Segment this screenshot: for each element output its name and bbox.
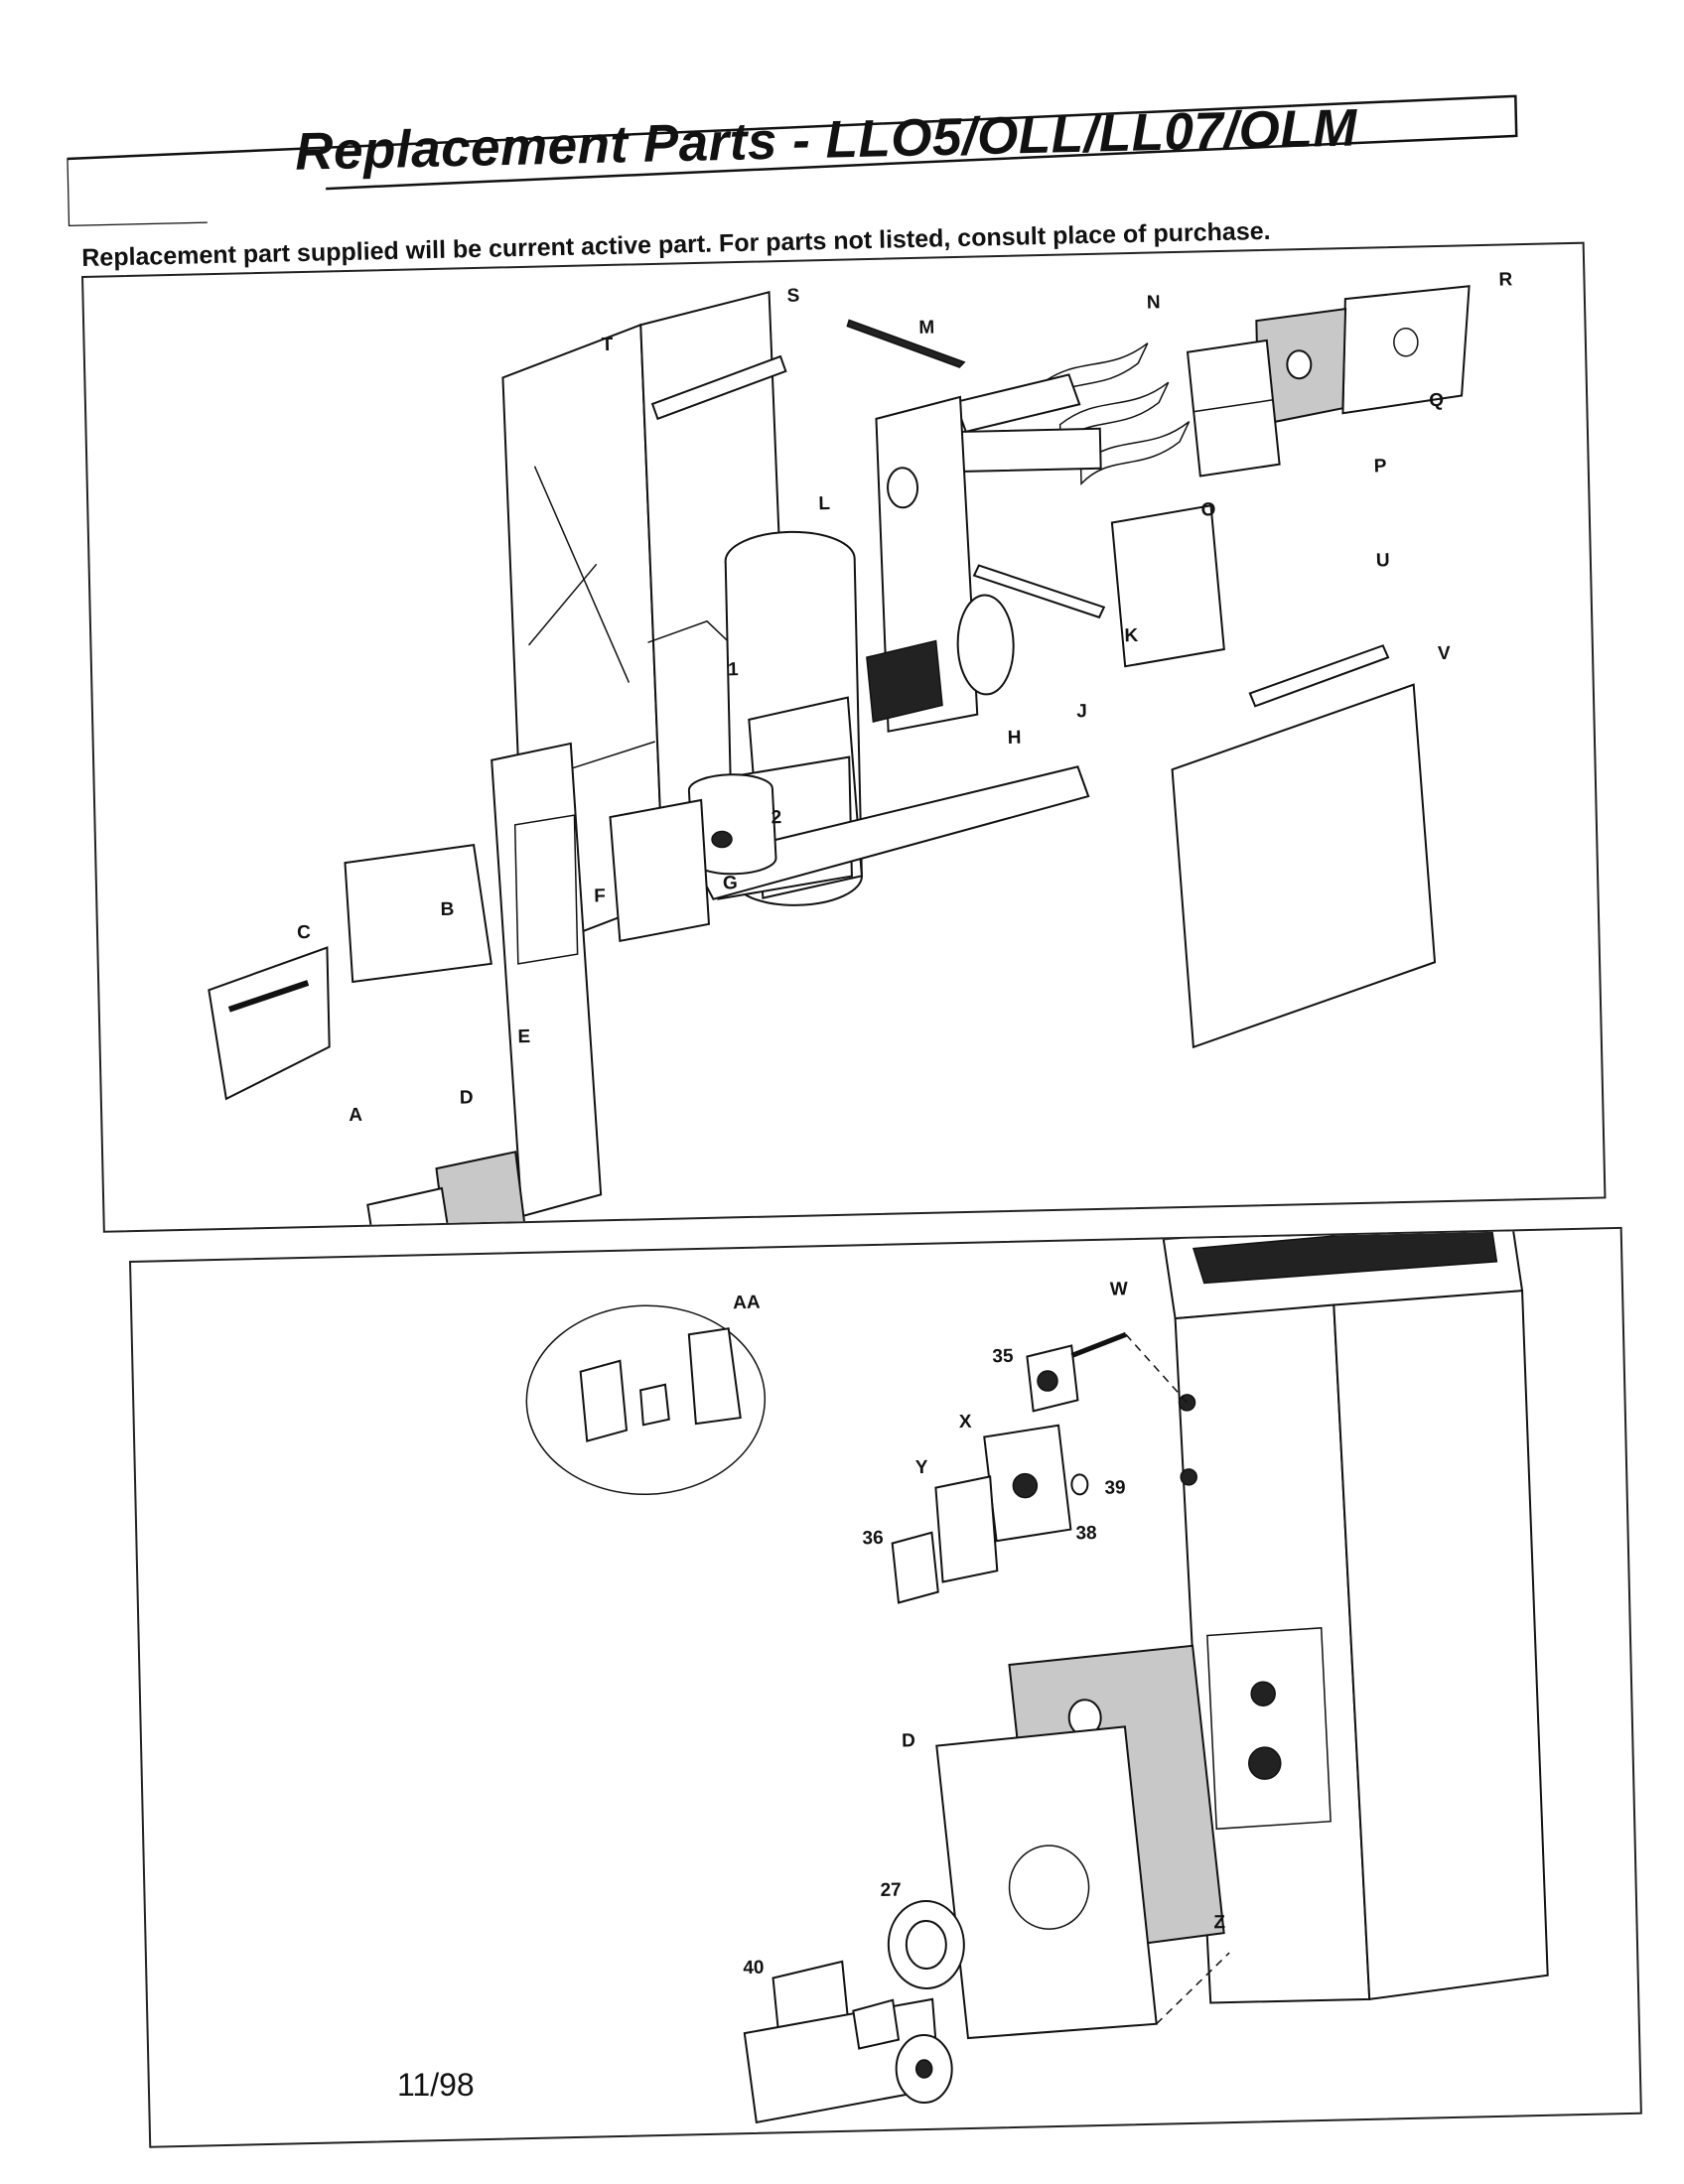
label-E: E	[517, 1026, 530, 1047]
label-40: 40	[743, 1958, 765, 1979]
cabinet-exploded-diagram: S T M N R Q P L O U K V J H 1 2 G F B C …	[208, 269, 1513, 1231]
heat-exchanger-part	[691, 373, 1102, 906]
burner-plate-part-lower	[935, 1725, 1158, 2040]
label-X: X	[959, 1412, 972, 1433]
flange-gasket-part	[887, 1899, 965, 1989]
label-F: F	[594, 886, 606, 906]
label-O: O	[1200, 499, 1215, 520]
label-B: B	[440, 899, 454, 920]
label-L: L	[818, 493, 830, 514]
baffle-part	[972, 564, 1106, 619]
label-H: H	[1008, 728, 1022, 749]
front-panel-part	[491, 742, 603, 1218]
label-K: K	[1124, 625, 1138, 646]
label-N: N	[1147, 292, 1161, 313]
label-Y: Y	[915, 1457, 928, 1478]
burner-exploded-diagram: W AA 35 X Y 39 36 38 D 27 40 Z	[525, 1228, 1549, 2124]
label-A: A	[349, 1105, 362, 1126]
burner-tube-part	[687, 773, 777, 876]
control-inset-part	[525, 1304, 767, 1495]
furnace-cabinet-part	[1162, 1228, 1549, 2004]
revision-date: 11/98	[397, 2067, 475, 2103]
exploded-view-burner-panel: W AA 35 X Y 39 36 38 D 27 40 Z	[129, 1226, 1642, 2148]
access-cover-part	[1341, 285, 1471, 415]
upper-door-part	[208, 946, 331, 1101]
label-U: U	[1376, 550, 1390, 571]
label-T: T	[601, 335, 613, 355]
primary-control-part	[891, 1531, 939, 1604]
label-P: P	[1373, 456, 1386, 477]
label-R: R	[1498, 269, 1512, 290]
label-S: S	[786, 286, 799, 307]
exploded-view-cabinet-panel: S T M N R Q P L O U K V J H 1 2 G F B C …	[81, 241, 1607, 1233]
title-box: Replacement Parts - LLO5/OLL/LL07/OLM	[66, 67, 1528, 226]
plug-part	[1070, 1473, 1089, 1496]
label-1: 1	[728, 659, 739, 680]
title-frame	[66, 94, 1518, 226]
strip-part	[846, 319, 966, 368]
label-C: C	[297, 922, 311, 943]
label-W: W	[1110, 1279, 1128, 1299]
label-2: 2	[771, 807, 781, 828]
mounting-plate-part	[609, 798, 711, 943]
oil-burner-part	[743, 1960, 953, 2124]
label-AA: AA	[733, 1293, 761, 1314]
label-J: J	[1076, 701, 1087, 722]
label-39: 39	[1104, 1477, 1126, 1498]
label-36: 36	[862, 1528, 884, 1549]
top-rail-part	[650, 354, 787, 421]
vestibule-part	[344, 844, 492, 984]
label-Q: Q	[1429, 390, 1444, 411]
insulation-panel-part	[435, 1151, 535, 1231]
top-trim-part	[1248, 644, 1390, 708]
label-G: G	[723, 873, 738, 893]
label-38: 38	[1075, 1523, 1097, 1544]
side-panel-part	[1171, 683, 1437, 1049]
cover-plate-part	[934, 1475, 999, 1583]
limit-control-part	[1026, 1331, 1189, 1413]
label-M: M	[918, 318, 934, 339]
observation-frame-part	[1186, 339, 1281, 478]
label-27: 27	[880, 1880, 902, 1901]
label-D: D	[460, 1087, 474, 1108]
label-35: 35	[992, 1346, 1014, 1367]
label-V: V	[1438, 643, 1451, 664]
inner-door-part	[1110, 504, 1225, 668]
label-D-lower: D	[902, 1730, 915, 1751]
label-Z: Z	[1213, 1912, 1225, 1933]
